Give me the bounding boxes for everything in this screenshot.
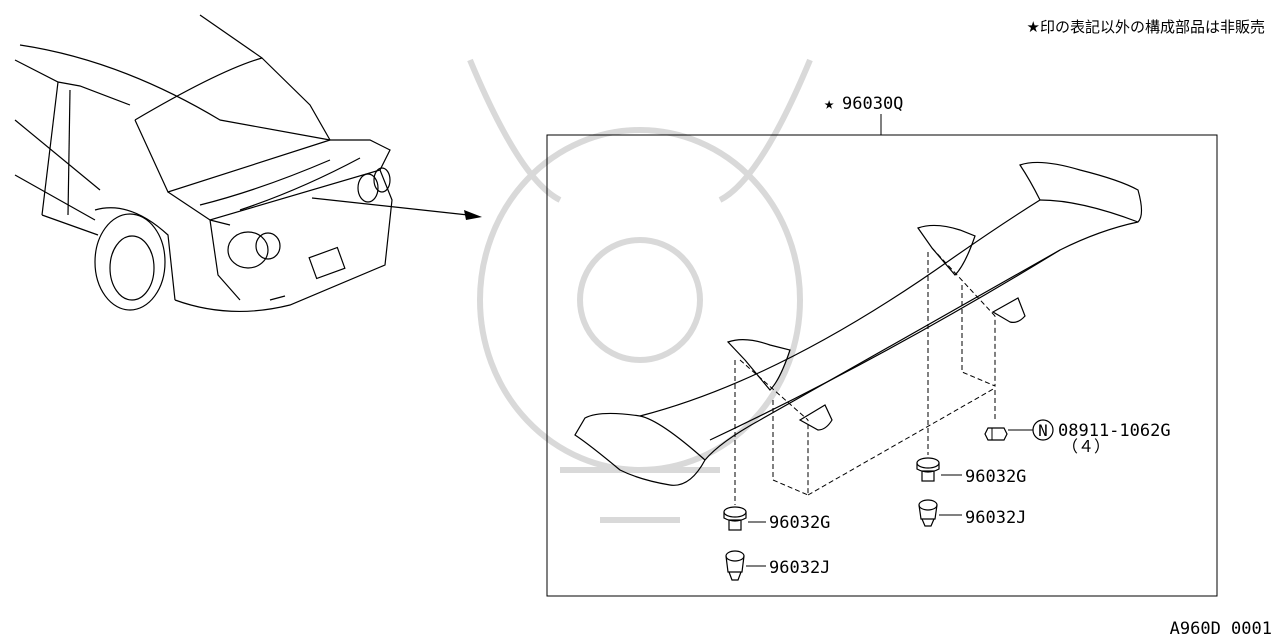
- car-illustration: [14, 14, 393, 313]
- diagram-id: A960D 0001: [1170, 619, 1272, 638]
- nut-symbol: N: [1038, 421, 1048, 440]
- watermark-emblem: [467, 58, 813, 523]
- assembly-part-number[interactable]: 96030Q: [842, 94, 903, 114]
- callout-nut-quantity: （４）: [1062, 437, 1110, 456]
- clip-front-icon[interactable]: [725, 550, 745, 581]
- pointer-arrow: [311, 197, 482, 220]
- phantom-lines: [734, 247, 996, 505]
- assembly-star: ★: [824, 94, 834, 114]
- nut-icon[interactable]: [984, 427, 1008, 441]
- callout-clip-rear[interactable]: 96032J: [965, 508, 1026, 528]
- callout-nut-part-number[interactable]: 08911-1062G: [1058, 421, 1171, 441]
- clip-rear-icon[interactable]: [918, 499, 938, 527]
- bolt-front-icon[interactable]: [723, 506, 747, 531]
- assembly-frame: [546, 134, 1218, 597]
- callout-bolt-rear[interactable]: 96032G: [965, 467, 1026, 487]
- callout-bolt-front[interactable]: 96032G: [769, 513, 830, 533]
- bolt-rear-icon[interactable]: [916, 457, 940, 482]
- callout-clip-front[interactable]: 96032J: [769, 558, 830, 578]
- nut-symbol-circle: N: [1032, 419, 1054, 441]
- rear-spoiler[interactable]: [574, 161, 1143, 486]
- note-text: ★印の表記以外の構成部品は非販売: [1027, 18, 1265, 36]
